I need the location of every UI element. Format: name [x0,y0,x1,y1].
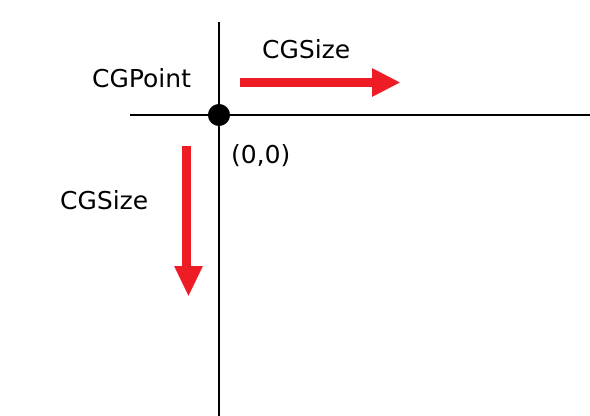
size-horizontal-label: CGSize [262,35,351,64]
size-arrow-vertical [174,146,203,296]
origin-point [208,104,230,126]
size-arrow-vertical-shaft [182,146,191,268]
size-arrow-vertical-head [174,266,203,296]
size-arrow-horizontal-head [372,68,400,97]
origin-coordinates-label: (0,0) [231,140,291,169]
size-arrow-horizontal [240,68,400,97]
size-vertical-label: CGSize [60,186,149,215]
origin-name-label: CGPoint [92,64,191,93]
size-arrow-horizontal-shaft [240,78,375,87]
